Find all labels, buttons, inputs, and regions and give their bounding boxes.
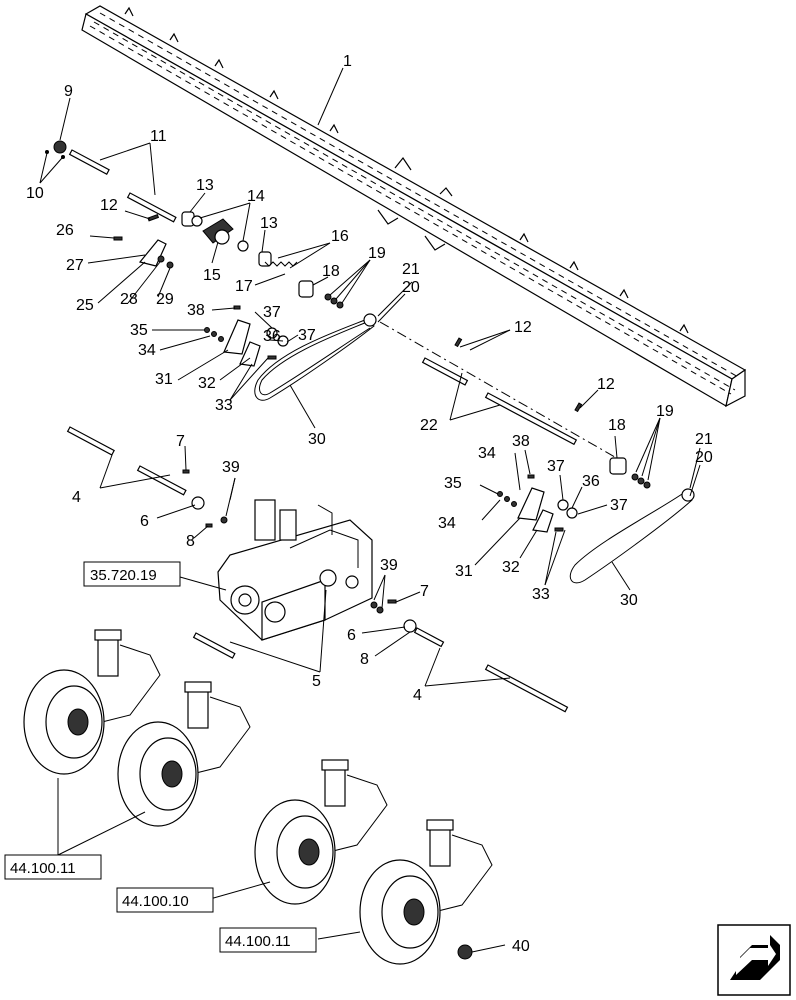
- callout-10: 10: [26, 185, 44, 202]
- callout-28: 28: [120, 291, 138, 308]
- callout-15: 15: [203, 267, 221, 284]
- callout-39b: 39: [380, 557, 398, 574]
- callout-19b: 19: [656, 403, 674, 420]
- callout-22: 22: [420, 417, 438, 434]
- callout-21b: 21: [695, 431, 713, 448]
- ref-box-44-100-11-b[interactable]: [219, 927, 317, 953]
- callout-12b: 12: [514, 319, 532, 336]
- gauge-wheel-2: [117, 681, 251, 827]
- callout-21: 21: [402, 261, 420, 278]
- callout-31b: 31: [455, 563, 473, 580]
- callout-11: 11: [150, 128, 167, 145]
- callout-12c: 12: [597, 376, 615, 393]
- callout-9: 9: [64, 83, 73, 100]
- callout-36b: 36: [582, 473, 600, 490]
- callout-37d: 37: [610, 497, 628, 514]
- leader-lines: [39, 67, 701, 953]
- callout-33b: 33: [532, 586, 550, 603]
- callout-5: 5: [312, 673, 321, 690]
- callout-20: 20: [402, 279, 420, 296]
- ref-box-35-720-19[interactable]: [83, 561, 181, 587]
- callout-4: 4: [72, 489, 81, 506]
- callout-38b: 38: [512, 433, 530, 450]
- callout-30: 30: [308, 431, 326, 448]
- callout-7b: 7: [420, 583, 429, 600]
- callout-37: 37: [263, 304, 281, 321]
- callout-34: 34: [138, 342, 156, 359]
- callout-4b: 4: [413, 687, 422, 704]
- center-gearbox: [66, 426, 569, 713]
- callout-36: 36: [263, 328, 281, 345]
- ref-label-44-100-11-b: 44.100.11: [225, 933, 291, 950]
- callout-30b: 30: [620, 592, 638, 609]
- gauge-wheel-3: [254, 759, 388, 905]
- callout-35b: 35: [444, 475, 462, 492]
- callout-35: 35: [130, 322, 148, 339]
- callout-8: 8: [186, 533, 195, 550]
- right-drive-parts: [497, 457, 695, 584]
- ref-label-35-720-19: 35.720.19: [90, 567, 157, 584]
- callout-19: 19: [368, 245, 386, 262]
- ref-box-44-100-11-a[interactable]: [4, 854, 102, 880]
- callout-14: 14: [247, 188, 265, 205]
- callout-13b: 13: [260, 215, 278, 232]
- upper-drive-parts: [45, 140, 621, 461]
- callout-31: 31: [155, 371, 173, 388]
- callout-40: 40: [512, 938, 530, 955]
- gauge-wheel-4: [359, 819, 493, 965]
- callout-8b: 8: [360, 651, 369, 668]
- callout-6b: 6: [347, 627, 356, 644]
- callout-13: 13: [196, 177, 214, 194]
- callout-1: 1: [343, 53, 352, 70]
- callout-20b: 20: [695, 449, 713, 466]
- reference-boxes: 35.720.19 44.100.11 44.100.10 44.100.11: [4, 561, 317, 953]
- callout-32: 32: [198, 375, 216, 392]
- ref-box-44-100-10[interactable]: [116, 887, 214, 913]
- next-page-arrow-icon[interactable]: [717, 924, 791, 996]
- callout-37b: 37: [298, 327, 316, 344]
- callout-labels: 1 9 10 11 12 13 14 13 15 16 17 18 19 21 …: [26, 53, 713, 955]
- callout-27: 27: [66, 257, 84, 274]
- callout-17: 17: [235, 278, 253, 295]
- callout-33: 33: [215, 397, 233, 414]
- callout-18: 18: [322, 263, 340, 280]
- callout-12: 12: [100, 197, 118, 214]
- callout-34b: 34: [478, 445, 496, 462]
- callout-18b: 18: [608, 417, 626, 434]
- callout-34c: 34: [438, 515, 456, 532]
- ref-label-44-100-11-a: 44.100.11: [10, 860, 76, 877]
- callout-6: 6: [140, 513, 149, 530]
- callout-25: 25: [76, 297, 94, 314]
- ref-label-44-100-10: 44.100.10: [122, 893, 189, 910]
- callout-16: 16: [331, 228, 349, 245]
- gauge-wheel-1: [23, 629, 161, 775]
- callout-38: 38: [187, 302, 205, 319]
- callout-29: 29: [156, 291, 174, 308]
- toolbar-beam: [81, 5, 747, 408]
- callout-32b: 32: [502, 559, 520, 576]
- callout-7: 7: [176, 433, 185, 450]
- callout-37c: 37: [547, 458, 565, 475]
- callout-39: 39: [222, 459, 240, 476]
- callout-26: 26: [56, 222, 74, 239]
